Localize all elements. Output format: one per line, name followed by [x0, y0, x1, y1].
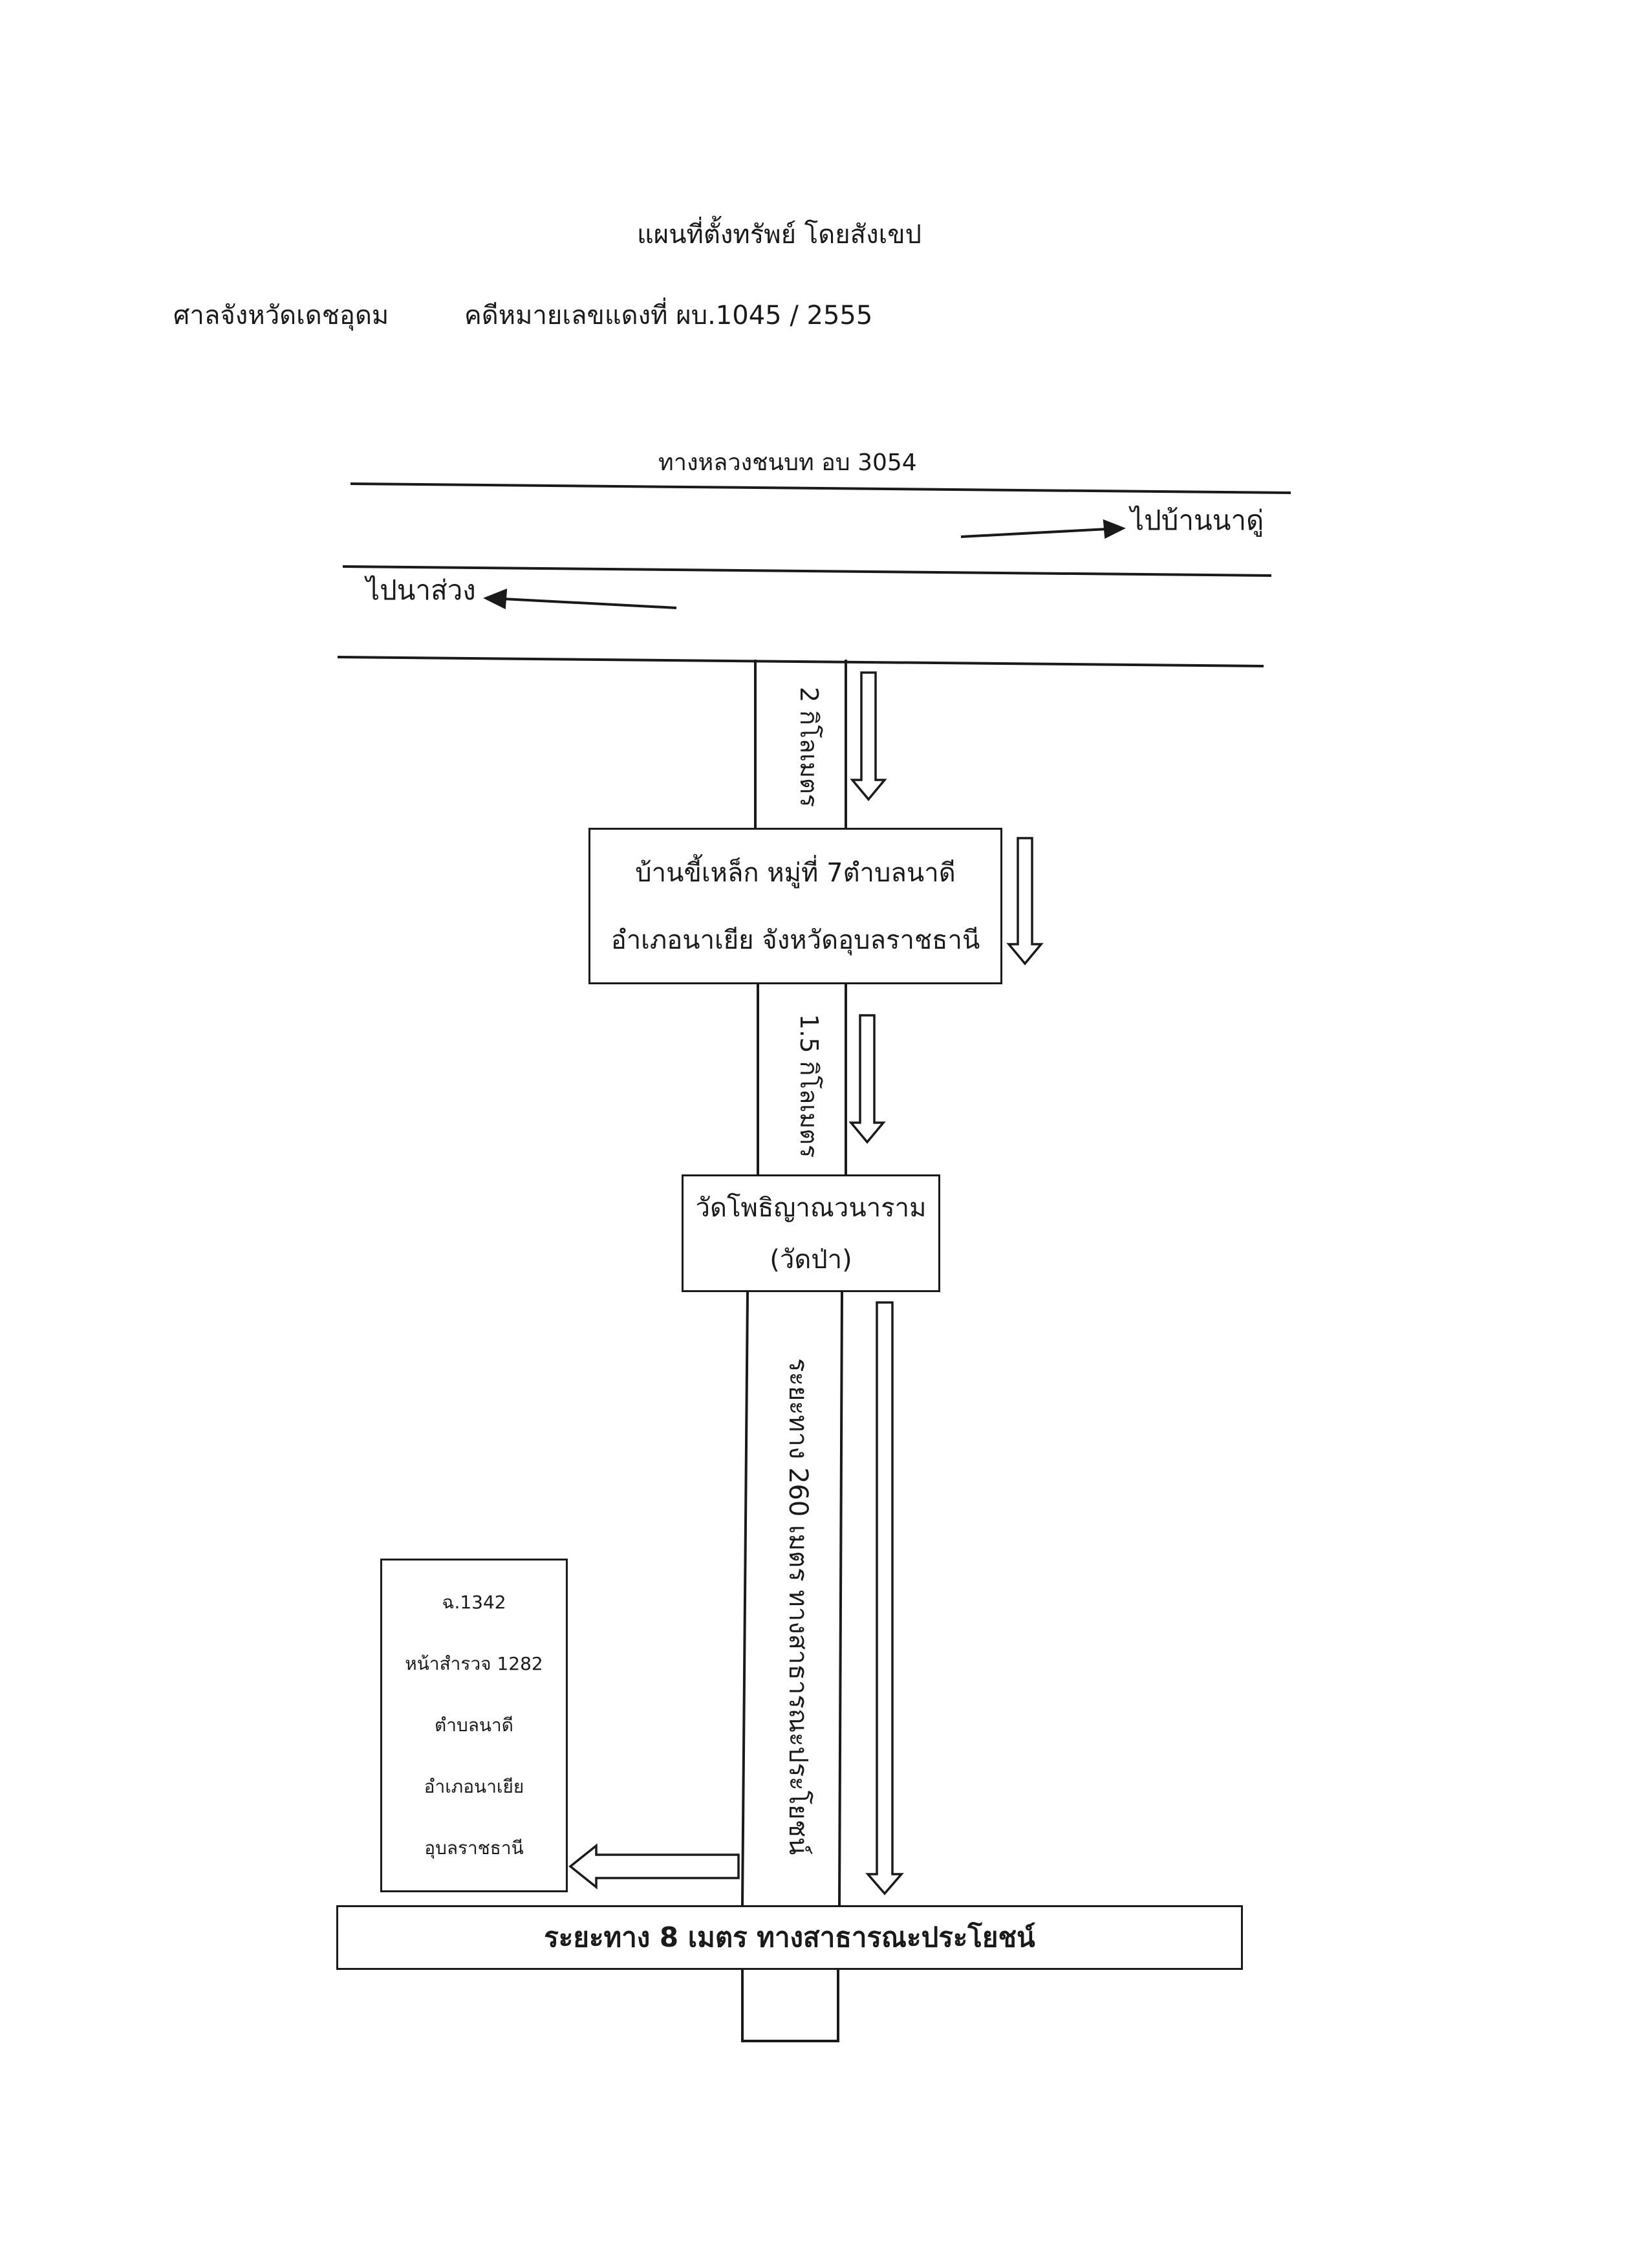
bottom-stub — [741, 1970, 839, 2042]
arrow-left-head — [483, 588, 508, 610]
bottom-road-box: ระยะทาง 8 เมตร ทางสาธารณะประโยชน์ — [336, 1905, 1243, 1970]
parcel-line-2: หน้าสำรวจ 1282 — [405, 1653, 543, 1675]
village-line-2: อำเภอนาเยีย จังหวัดอุบลราชธานี — [610, 925, 980, 955]
parcel-line-4: อำเภอนาเยีย — [424, 1775, 524, 1797]
main-road-center-line — [342, 565, 1272, 577]
segment3-right-edge — [838, 1291, 843, 1906]
temple-line-1: วัดโพธิญาณวนาราม — [695, 1193, 927, 1223]
parcel-line-3: ตำบลนาดี — [435, 1714, 513, 1736]
segment3-distance: ระยะทาง 260 เมตร ทางสาธารณะประโยชน์ — [783, 1358, 813, 1855]
court-name: ศาลจังหวัดเดชอุดม — [173, 301, 389, 330]
main-road-top-edge — [350, 482, 1291, 494]
down-arrow-2 — [1006, 837, 1044, 966]
map-title: แผนที่ตั้งทรัพย์ โดยสังเขป — [636, 220, 922, 250]
main-road-bottom-edge — [337, 656, 1264, 667]
village-box: บ้านขี้เหล็ก หมู่ที่ 7ตำบลนาดี อำเภอนาเย… — [588, 828, 1002, 984]
main-road-name: ทางหลวงชนบท อบ 3054 — [658, 449, 917, 476]
arrow-right-shaft — [960, 528, 1108, 538]
left-arrow-to-parcel — [568, 1843, 740, 1890]
village-line-1: บ้านขี้เหล็ก หมู่ที่ 7ตำบลนาดี — [635, 858, 956, 888]
parcel-box: ฉ.1342 หน้าสำรวจ 1282 ตำบลนาดี อำเภอนาเย… — [380, 1559, 568, 1892]
parcel-line-1: ฉ.1342 — [442, 1592, 506, 1614]
segment1-distance: 2 กิโลเมตร — [795, 687, 823, 808]
down-arrow-1 — [850, 671, 887, 801]
bottom-road-label: ระยะทาง 8 เมตร ทางสาธารณะประโยชน์ — [544, 1921, 1035, 1953]
segment2-distance: 1.5 กิโลเมตร — [795, 1014, 823, 1158]
direction-left-label: ไปนาส่วง — [366, 574, 476, 606]
case-number: คดีหมายเลขแดงที่ ผบ.1045 / 2555 — [464, 301, 873, 330]
down-arrow-3 — [848, 1014, 886, 1144]
parcel-line-5: อุบลราชธานี — [424, 1837, 524, 1859]
direction-right-label: ไปบ้านนาดู่ — [1130, 504, 1264, 536]
temple-line-2: (วัดป่า) — [770, 1245, 852, 1275]
arrow-right-head — [1103, 519, 1126, 539]
segment3-left-edge — [741, 1291, 749, 1906]
arrow-left-shaft — [502, 598, 677, 609]
down-arrow-4 — [865, 1301, 904, 1895]
temple-box: วัดโพธิญาณวนาราม (วัดป่า) — [682, 1174, 940, 1292]
